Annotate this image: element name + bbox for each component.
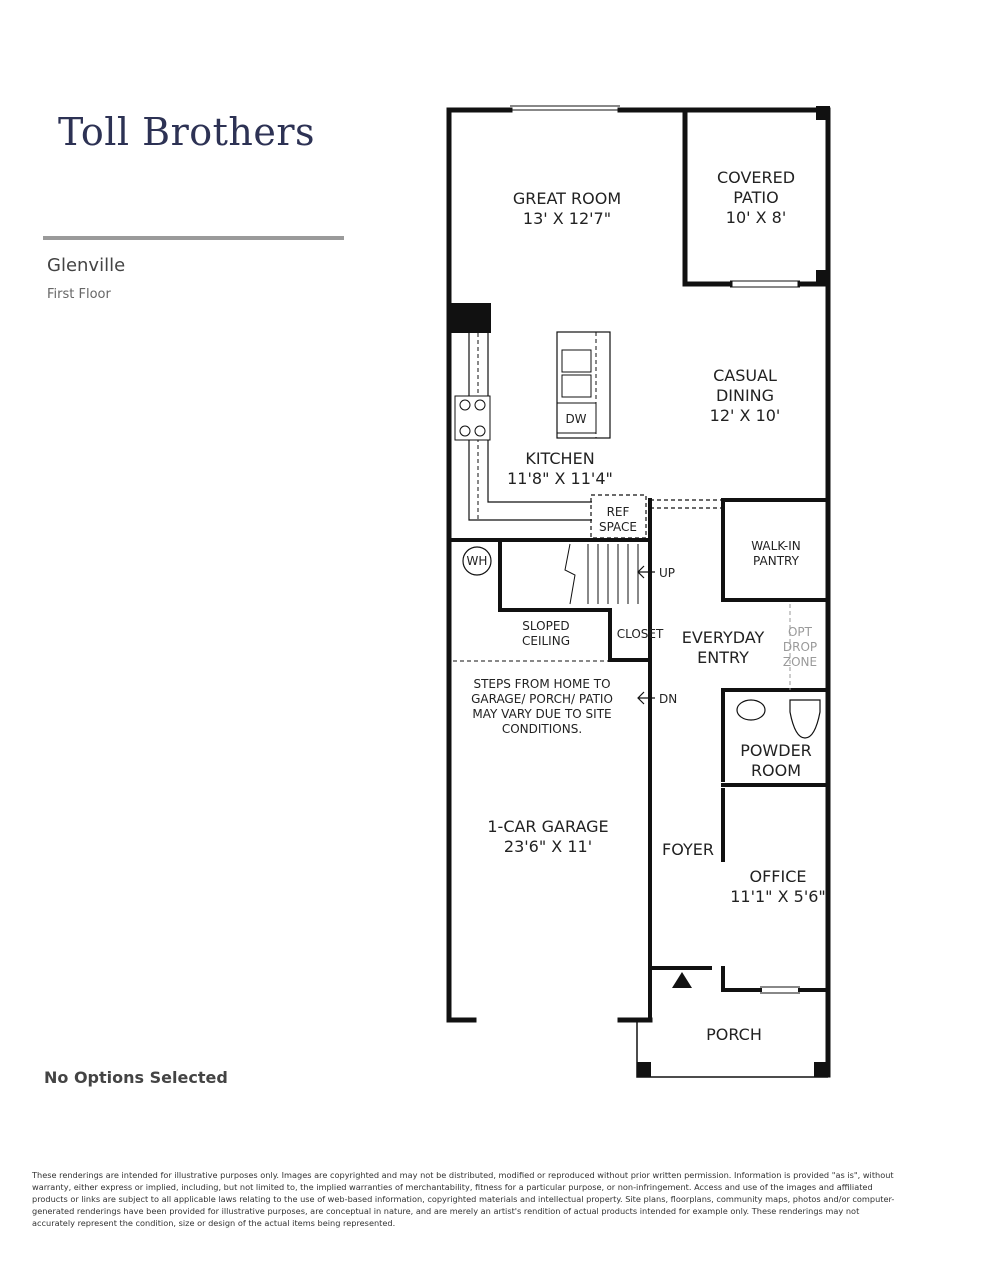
garage-note-line-2: GARAGE/ PORCH/ PATIO: [471, 692, 613, 706]
kitchen-size: 11'8" X 11'4": [507, 469, 613, 488]
garage-note-line-3: MAY VARY DUE TO SITE: [472, 707, 611, 721]
garage-note-line-4: CONDITIONS.: [502, 722, 582, 736]
garage-size: 23'6" X 11': [504, 837, 592, 856]
foyer-label: FOYER: [662, 840, 714, 859]
walk-in-pantry-label-2: PANTRY: [753, 554, 800, 568]
patio-column: [816, 106, 830, 120]
casual-dining-label: CASUAL: [713, 366, 777, 385]
dishwasher-label: DW: [565, 412, 586, 426]
drop-zone-label-3: ZONE: [783, 655, 817, 669]
stairs-up-label: UP: [659, 566, 675, 580]
sloped-ceiling-label-2: CEILING: [522, 634, 570, 648]
stairs-down-label: DN: [659, 692, 677, 706]
brand-logo: Toll Brothers: [58, 110, 316, 154]
great-room-size: 13' X 12'7": [523, 209, 611, 228]
office-label: OFFICE: [750, 867, 807, 886]
porch-label: PORCH: [706, 1025, 762, 1044]
wall-left: [446, 107, 477, 1023]
wall-powder: [721, 688, 830, 862]
porch-column-right: [814, 1062, 828, 1077]
everyday-entry-label-2: ENTRY: [697, 648, 749, 667]
ref-space-label-2: SPACE: [599, 520, 637, 534]
sink-icon: [736, 699, 766, 721]
floor-label: First Floor: [47, 287, 111, 302]
everyday-entry-label: EVERYDAY: [682, 628, 765, 647]
up-arrow-icon: [637, 565, 655, 579]
powder-room-label-2: ROOM: [751, 761, 801, 780]
covered-patio-label: COVERED: [717, 168, 795, 187]
fireplace: [449, 303, 491, 333]
water-heater: [462, 546, 492, 576]
wall-office-bottom: [648, 966, 830, 992]
ref-space-label: REF: [607, 505, 630, 519]
wall-pantry: [721, 498, 830, 602]
casual-dining-label-2: DINING: [716, 386, 774, 405]
kitchen-counter: [468, 333, 592, 521]
garage-label: 1-CAR GARAGE: [487, 817, 608, 836]
closet-label: CLOSET: [617, 627, 664, 641]
water-heater-label: WH: [467, 554, 488, 568]
covered-patio-size: 10' X 8': [726, 208, 786, 227]
staircase: [564, 543, 639, 605]
office-size: 11'1" X 5'6": [730, 887, 826, 906]
great-room-label: GREAT ROOM: [513, 189, 621, 208]
cooktop: [454, 395, 491, 441]
walk-in-pantry-label: WALK-IN: [751, 539, 801, 553]
kitchen-label: KITCHEN: [525, 449, 594, 468]
toilet-icon: [789, 699, 821, 739]
entry-arrow-icon: [672, 972, 692, 988]
wall-closet: [608, 608, 652, 662]
powder-room-label: POWDER: [740, 741, 812, 760]
dn-arrow-icon: [637, 691, 655, 705]
divider: [43, 236, 344, 240]
sloped-ceiling-label: SLOPED: [522, 619, 569, 633]
porch-column-left: [637, 1062, 651, 1077]
options-status: No Options Selected: [44, 1068, 228, 1087]
garage-note-line-1: STEPS FROM HOME TO: [473, 677, 610, 691]
patio-column-2: [816, 270, 830, 284]
drop-zone-label-2: DROP: [783, 640, 817, 654]
wall-under-stair: [447, 538, 612, 612]
legal-disclaimer: These renderings are intended for illust…: [32, 1170, 895, 1228]
casual-dining-size: 12' X 10': [710, 406, 781, 425]
model-name: Glenville: [47, 255, 126, 276]
covered-patio-label-2: PATIO: [733, 188, 778, 207]
drop-zone-label: OPT: [788, 625, 813, 639]
